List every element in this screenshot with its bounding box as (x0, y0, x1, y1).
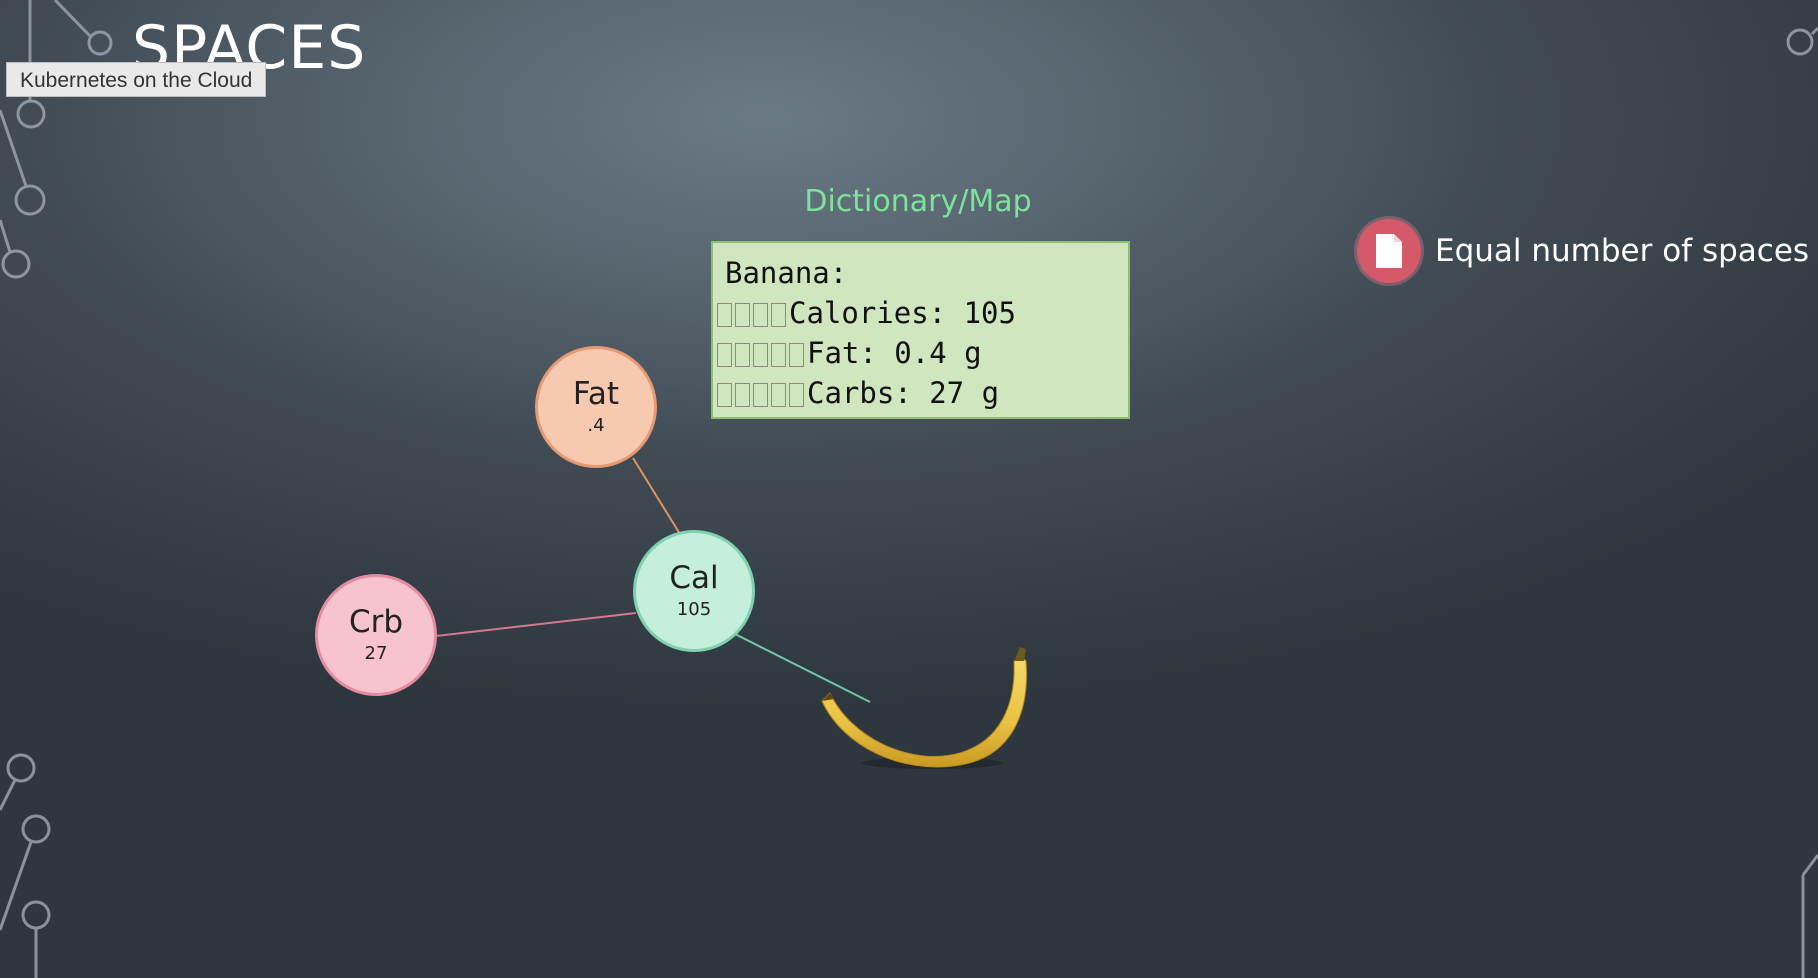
code-line-text: Carbs: 27 g (807, 376, 1000, 410)
crb-node-label: Crb (348, 604, 404, 640)
code-line: Fat: 0.4 g (713, 331, 982, 371)
space-marker (717, 383, 732, 407)
space-marker (735, 343, 750, 367)
space-marker (753, 343, 768, 367)
space-markers (717, 373, 807, 413)
link-crb-cal (435, 612, 637, 637)
cal-node: Cal 105 (633, 530, 755, 652)
link-fat-cal (632, 457, 681, 535)
space-marker (753, 303, 768, 327)
crb-node: Crb 27 (315, 574, 437, 696)
code-line: Banana: (713, 251, 847, 291)
fat-node: Fat .4 (535, 346, 657, 468)
space-marker (735, 383, 750, 407)
space-marker (717, 343, 732, 367)
code-line-text: Banana: (725, 256, 848, 290)
link-cal-banana (734, 633, 871, 703)
code-line-text: Calories: 105 (789, 296, 1016, 330)
space-marker (789, 383, 804, 407)
space-marker (717, 303, 732, 327)
note: Equal number of spaces (1357, 219, 1809, 283)
space-marker (735, 303, 750, 327)
space-markers (717, 333, 807, 373)
code-box: Banana: Calories: 105 Fat: 0.4 g Carbs: … (711, 241, 1130, 419)
space-marker (771, 343, 786, 367)
cal-node-label: Cal (669, 560, 719, 596)
document-icon (1357, 219, 1421, 283)
code-line-text: Fat: 0.4 g (807, 336, 982, 370)
space-markers (717, 293, 789, 333)
code-line: Calories: 105 (713, 291, 1016, 331)
code-line: Carbs: 27 g (713, 371, 999, 411)
note-text: Equal number of spaces (1435, 233, 1810, 269)
space-marker (753, 383, 768, 407)
tooltip: Kubernetes on the Cloud (6, 62, 267, 97)
space-marker (771, 383, 786, 407)
space-marker (789, 343, 804, 367)
dictionary-title: Dictionary/Map (804, 184, 1032, 219)
crb-node-value: 27 (364, 643, 388, 664)
fat-node-value: .4 (587, 415, 605, 436)
cal-node-value: 105 (676, 599, 712, 620)
fat-node-label: Fat (572, 376, 620, 412)
space-marker (771, 303, 786, 327)
banana-image (821, 647, 1027, 769)
